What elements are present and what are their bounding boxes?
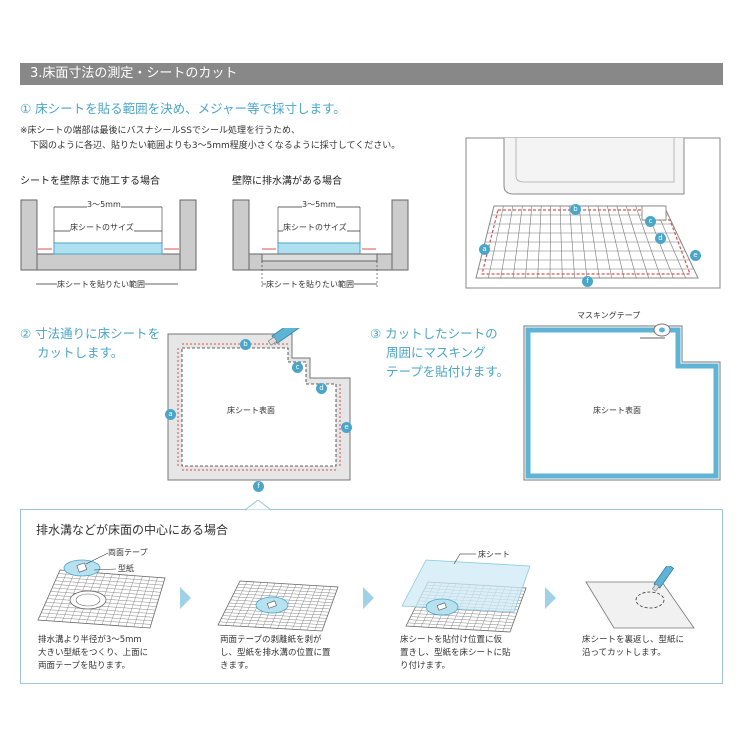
- diagram-right-title: 壁際に排水溝がある場合: [232, 176, 342, 187]
- section-header: 3.床面寸法の測定・シートのカット: [20, 63, 723, 85]
- step2-sheet-face: 床シート表面: [227, 406, 275, 415]
- caption-line: 沿ってカットします。: [582, 648, 666, 658]
- label-double-tape: 両面テープ: [108, 548, 148, 557]
- step3-line2: 周囲にマスキング: [386, 345, 486, 360]
- marker-f-text: f: [582, 276, 593, 287]
- step1-title: ① 床シートを貼る範囲を決め、メジャー等で採寸します。: [20, 101, 346, 116]
- arrow-icon: [180, 587, 191, 609]
- marker-f2: f: [253, 473, 264, 492]
- marker-b: b: [570, 196, 581, 215]
- marker-f2-text: f: [253, 481, 264, 492]
- arrow-icon: [363, 587, 374, 609]
- drain-step2-illustration: [217, 580, 339, 632]
- marker-e2-text: e: [341, 422, 352, 433]
- drain-caption-1: 排水溝より半径が3～5mm 大きい型紙をつくり、上面に 両面テープを貼ります。: [38, 634, 178, 673]
- marker-e2: e: [341, 414, 352, 433]
- marker-e: e: [690, 242, 701, 261]
- marker-d-text: d: [655, 233, 666, 244]
- marker-c-text: c: [645, 216, 656, 227]
- marker-a: a: [479, 236, 490, 255]
- right-sheet-size-label: 床シートのサイズ: [283, 222, 347, 233]
- bathroom-floor-illustration: [465, 137, 721, 289]
- caption-line: きます。: [220, 661, 254, 671]
- left-range-label: 床シートを貼りたい範囲: [57, 279, 145, 290]
- caption-line: 大きい型紙をつくり、上面に: [38, 648, 149, 658]
- marker-c2-text: c: [292, 362, 303, 373]
- label-template: 型紙: [118, 564, 134, 573]
- marker-d2: d: [316, 375, 327, 394]
- marker-a-text: a: [479, 244, 490, 255]
- drain-step1-illustration: [37, 552, 166, 629]
- step3-line3: テープを貼付けます。: [386, 364, 510, 379]
- left-gap-label: 3～5mm: [87, 199, 121, 210]
- arrow-icon: [545, 587, 556, 609]
- caption-line: り付けます。: [400, 661, 451, 671]
- marker-e-text: e: [690, 250, 701, 261]
- marker-d2-text: d: [316, 383, 327, 394]
- drain-title: 排水溝などが床面の中心にある場合: [36, 523, 229, 537]
- drain-caption-4: 床シートを裏返し、型紙に 沿ってカットします。: [582, 634, 722, 660]
- caption-line: 両面テープの剥離紙を剥が: [220, 635, 322, 645]
- cross-section-wall-diagram: [20, 199, 197, 285]
- cut-sheet-diagram: [167, 328, 351, 481]
- marker-b2: b: [240, 331, 251, 350]
- diagram-left-title: シートを壁際まで施工する場合: [20, 176, 160, 187]
- step3-sheet-face: 床シート表面: [593, 406, 641, 415]
- caption-line: 床シートを貼付け位置に仮: [400, 635, 503, 645]
- masking-tape-label: マスキングテープ: [577, 310, 641, 321]
- marker-b-text: b: [570, 204, 581, 215]
- step3-line1: ③ カットしたシートの: [370, 326, 498, 341]
- marker-f: f: [582, 268, 593, 287]
- drain-step4-illustration: [585, 566, 695, 629]
- label-floor-sheet: 床シート: [478, 550, 510, 559]
- step2-line1: ② 寸法通りに床シートを: [20, 326, 161, 341]
- marker-b2-text: b: [240, 339, 251, 350]
- drain-caption-3: 床シートを貼付け位置に仮 置きし、型紙を床シートに貼 り付けます。: [400, 634, 540, 673]
- drain-box-pointer: [245, 500, 271, 512]
- marker-a2-text: a: [165, 409, 176, 420]
- step2-line2: カットします。: [37, 345, 124, 360]
- left-sheet-size-label: 床シートのサイズ: [70, 222, 134, 233]
- drain-step3-illustration: [401, 553, 531, 633]
- marker-c2: c: [292, 354, 303, 373]
- right-range-label: 床シートを貼りたい範囲: [266, 279, 354, 290]
- caption-line: 床シートを裏返し、型紙に: [582, 635, 685, 645]
- marker-a2: a: [165, 401, 176, 420]
- marker-c: c: [645, 208, 656, 227]
- caption-line: 排水溝より半径が3～5mm: [38, 635, 142, 645]
- step1-note-line1: ※床シートの端部は最後にバスナシールSSでシール処理を行うため、: [20, 126, 300, 136]
- caption-line: し、型紙を排水溝の位置に置: [220, 648, 331, 658]
- marker-d: d: [655, 225, 666, 244]
- right-gap-label: 3～5mm: [302, 199, 336, 210]
- caption-line: 両面テープを貼ります。: [38, 661, 131, 671]
- drain-caption-2: 両面テープの剥離紙を剥が し、型紙を排水溝の位置に置 きます。: [220, 634, 360, 673]
- step1-note-line2: 下図のように各辺、貼りたい範囲よりも3～5mm程度小さくなるように採寸してくださ…: [30, 141, 401, 151]
- masked-sheet-diagram: [523, 323, 721, 481]
- drain-section: [20, 509, 723, 684]
- caption-line: 置きし、型紙を床シートに貼: [400, 648, 511, 658]
